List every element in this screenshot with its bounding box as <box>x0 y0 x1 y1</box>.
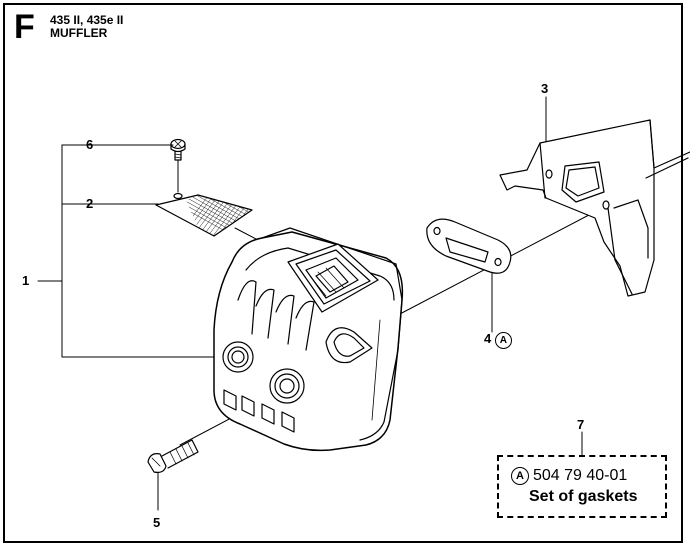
part-heat-shield-3 <box>499 119 690 297</box>
callout-1: 1 <box>22 273 30 288</box>
part-screw-6 <box>170 138 186 161</box>
part-gasket-4 <box>426 218 512 274</box>
model-title: 435 II, 435e II <box>50 13 124 27</box>
callout-2: 2 <box>86 196 94 211</box>
kit-marker-circle: A <box>511 467 529 485</box>
kit-marker-circle: A <box>494 332 512 349</box>
assembly-title: MUFFLER <box>50 26 108 40</box>
part-muffler-body <box>213 227 404 452</box>
part-screen-2 <box>155 192 253 237</box>
callout-5: 5 <box>153 515 161 530</box>
kit-part-number: 504 79 40-01 <box>533 467 628 484</box>
part-bolt-5 <box>147 439 199 473</box>
kit-description: Set of gaskets <box>529 488 638 505</box>
section-letter: F <box>14 8 35 46</box>
callout-3: 3 <box>541 81 549 96</box>
callout-6: 6 <box>86 137 94 152</box>
callout-4-number: 4 <box>484 331 492 346</box>
callout-7: 7 <box>577 417 585 432</box>
callout-4: 4 A <box>484 332 512 349</box>
